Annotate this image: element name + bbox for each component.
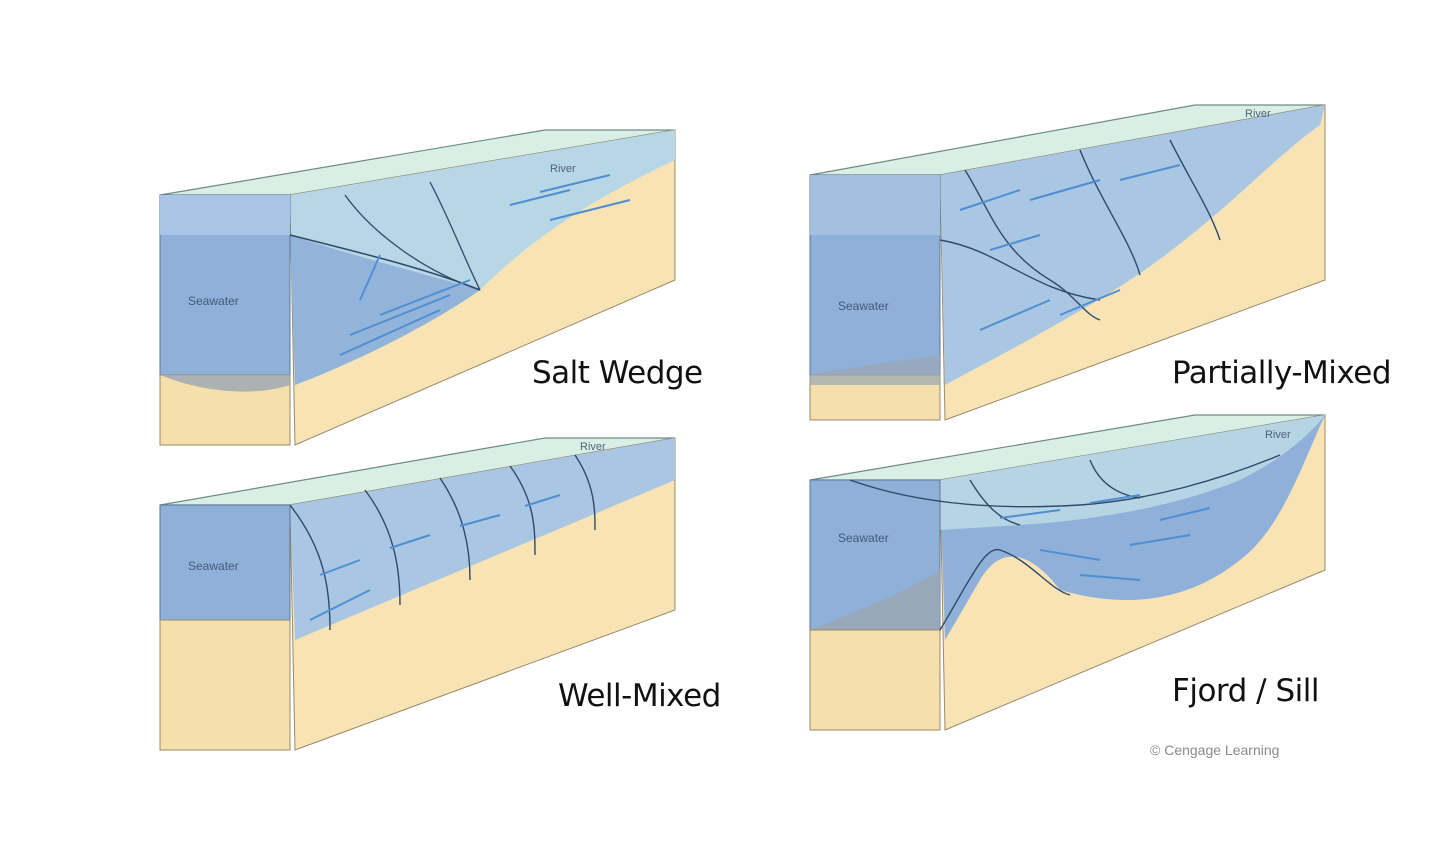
- panel-title: Well-Mixed: [558, 678, 721, 714]
- panel-title: Salt Wedge: [532, 355, 703, 391]
- mixed-water-layer: [940, 105, 1325, 385]
- partially-mixed-diagram: Seawater River: [809, 104, 1326, 421]
- flow-arrows: [999, 494, 1211, 581]
- well-mixed-diagram: Seawater River: [159, 437, 676, 751]
- front-sediment: [810, 570, 940, 640]
- river-label: River: [550, 163, 576, 175]
- mixed-water-layer: [290, 438, 675, 640]
- front-surface-layer: [160, 195, 290, 235]
- flow-arrows: [339, 174, 631, 356]
- copyright-credit: © Cengage Learning: [1150, 742, 1280, 758]
- panel-well-mixed: Seawater River Well-Mixed: [150, 430, 750, 760]
- front-sediment: [810, 355, 940, 385]
- panel-partially-mixed: Seawater River Partially-Mixed: [800, 100, 1420, 430]
- surface-fresh-layer: [940, 415, 1325, 530]
- panel-title: Partially-Mixed: [1172, 355, 1392, 391]
- seawater-label: Seawater: [188, 559, 239, 573]
- seawater-label: Seawater: [188, 294, 239, 308]
- river-label: River: [1265, 429, 1291, 441]
- flow-arrows: [959, 164, 1181, 331]
- front-sand-face: [809, 629, 941, 731]
- front-surface-layer: [810, 175, 940, 235]
- salt-wedge-diagram: Seawater River: [159, 129, 676, 446]
- front-sediment: [160, 375, 290, 392]
- isohaline-2: [429, 181, 481, 291]
- fjord-sill-diagram: Seawater River: [809, 414, 1326, 731]
- river-label: River: [580, 441, 606, 453]
- flow-arrows: [309, 494, 561, 621]
- panel-title: Fjord / Sill: [1172, 673, 1319, 709]
- front-seawater-face: [159, 504, 291, 621]
- isohaline-lines: [289, 454, 596, 631]
- river-label: River: [1245, 108, 1271, 120]
- seawater-label: Seawater: [838, 299, 889, 313]
- isohaline-lines: [849, 454, 1281, 631]
- salt-wedge-layer: [290, 235, 480, 385]
- seawater-label: Seawater: [838, 531, 889, 545]
- front-sand-face: [159, 619, 291, 751]
- isohaline-lines: [939, 139, 1221, 321]
- panel-fjord-sill: Seawater River Fjord / Sill: [800, 410, 1420, 750]
- isohaline-1: [344, 194, 481, 291]
- panel-salt-wedge: Seawater River Salt Wedge: [150, 120, 710, 460]
